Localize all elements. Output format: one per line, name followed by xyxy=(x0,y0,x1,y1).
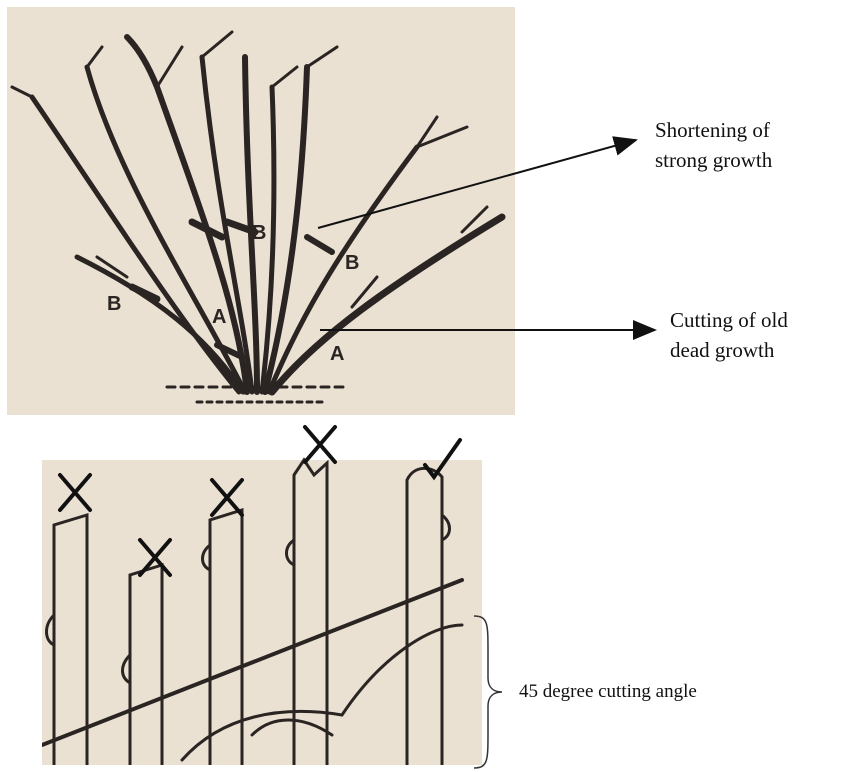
bush-illustration: B B B A A xyxy=(7,7,515,415)
label-shortening-line2: strong growth xyxy=(655,145,772,175)
label-cutting-old: Cutting of old dead growth xyxy=(670,305,788,365)
label-angle: 45 degree cutting angle xyxy=(519,677,697,707)
cuts-drawing xyxy=(42,415,482,765)
label-cutting-old-line1: Cutting of old xyxy=(670,305,788,335)
label-cutting-old-line2: dead growth xyxy=(670,335,788,365)
label-shortening: Shortening of strong growth xyxy=(655,115,772,175)
label-shortening-line1: Shortening of xyxy=(655,115,772,145)
marker-a-center: A xyxy=(212,306,226,328)
cross-mark-4 xyxy=(305,427,335,462)
marker-b-upper: B xyxy=(252,222,266,244)
angle-brace xyxy=(470,612,510,772)
marker-b-left: B xyxy=(107,293,121,315)
marker-b-right: B xyxy=(345,252,359,274)
cuts-illustration xyxy=(42,415,482,765)
bush-drawing: B B B A A xyxy=(7,7,515,415)
marker-a-right: A xyxy=(330,343,344,365)
